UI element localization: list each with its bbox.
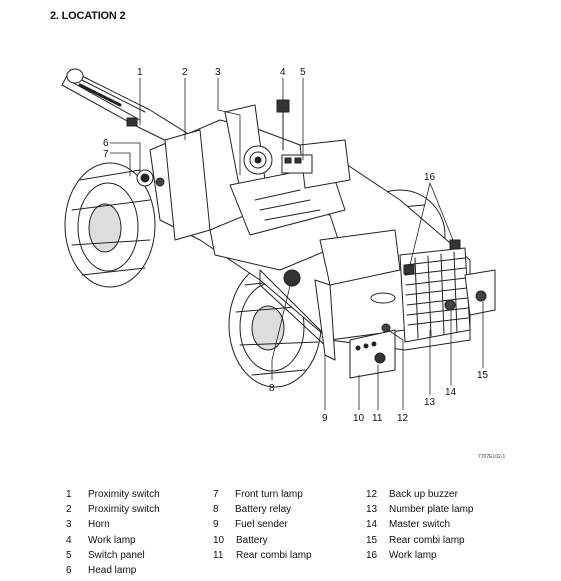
machine-diagram: 1 2 3 4 5 6 7 8 9 10 11 12 13 14 15 16	[61, 67, 496, 424]
legend-number: 8	[213, 504, 219, 516]
callout-2: 2	[182, 67, 188, 78]
legend-item: 14 Master switch	[366, 517, 473, 532]
legend-column-3: 12 Back up buzzer 13 Number plate lamp 14 M…	[366, 487, 473, 563]
legend-item: 8 Battery relay	[213, 502, 312, 517]
legend-label: Horn	[88, 519, 110, 531]
callout-3: 3	[215, 67, 221, 78]
callout-numbers: 1 2 3 4 5 6 7 8 9 10 11 12 13 14 15 16	[103, 67, 489, 424]
legend-number: 14	[366, 519, 378, 531]
rear-bumper	[464, 269, 496, 316]
callout-11: 11	[372, 413, 383, 424]
legend-number: 1	[66, 489, 72, 500]
legend-item: 5 Switch panel	[66, 548, 160, 563]
callout-16: 16	[424, 172, 436, 183]
legend-number: 9	[213, 519, 219, 531]
legend-number: 6	[66, 565, 72, 577]
legend-label: Rear combi lamp	[236, 549, 312, 561]
battery	[349, 329, 396, 379]
callout-7: 7	[103, 149, 109, 160]
rear-grille	[399, 239, 471, 343]
legend-item: 15 Rear combi lamp	[366, 533, 473, 548]
legend-item: 13 Number plate lamp	[366, 502, 473, 517]
legend-number: 2	[66, 504, 72, 516]
legend-label: Switch panel	[88, 549, 145, 561]
figure-code: 7707EL02-1	[478, 454, 506, 460]
frame	[149, 104, 471, 351]
callout-4: 4	[280, 67, 286, 78]
legend-label: Work lamp	[389, 549, 437, 561]
callout-10: 10	[353, 413, 365, 424]
horn	[243, 145, 273, 175]
legend-column-2: 7 Front turn lamp 8 Battery relay 9 Fuel se…	[213, 487, 312, 563]
legend-item: 3 Horn	[66, 517, 160, 532]
head-lamp	[136, 169, 165, 187]
legend-label: Battery	[236, 534, 268, 546]
legend-item: 10 Battery	[213, 533, 312, 548]
front-left-tire	[64, 162, 156, 288]
legend-label: Work lamp	[88, 534, 136, 546]
legend-label: Back up buzzer	[389, 489, 458, 500]
legend-item: 6 Head lamp	[66, 563, 160, 578]
legend-label: Rear combi lamp	[389, 534, 465, 546]
legend-item: 16 Work lamp	[366, 548, 473, 563]
callout-5: 5	[300, 67, 306, 78]
fuel-tank	[314, 279, 396, 361]
callout-13: 13	[424, 397, 436, 408]
switch-panel	[281, 154, 313, 174]
legend-label: Master switch	[389, 519, 451, 531]
legend-item: 7 Front turn lamp	[213, 487, 312, 502]
callout-12: 12	[397, 413, 409, 424]
legend-number: 13	[366, 504, 378, 516]
legend-label: Battery relay	[235, 504, 292, 516]
legend-number: 15	[366, 534, 378, 546]
legend-item: 12 Back up buzzer	[366, 487, 473, 502]
legend-number: 16	[366, 549, 378, 561]
legend-label: Front turn lamp	[235, 489, 303, 500]
legend-item: 9 Fuel sender	[213, 517, 312, 532]
legend-label: Proximity switch	[88, 489, 160, 500]
leader-lines	[109, 77, 484, 411]
legend-number: 7	[213, 489, 219, 500]
legend-label: Head lamp	[88, 565, 137, 577]
legend-label: Proximity switch	[88, 504, 160, 516]
boom-arm	[61, 68, 191, 151]
callout-9: 9	[322, 413, 328, 424]
callout-15: 15	[477, 370, 489, 381]
legend-item: 2 Proximity switch	[66, 502, 160, 517]
legend-number: 3	[66, 519, 72, 531]
legend-item: 1 Proximity switch	[66, 487, 160, 502]
callout-8: 8	[269, 383, 275, 394]
legend-number: 5	[66, 549, 72, 561]
legend-number: 12	[366, 489, 378, 500]
callout-6: 6	[103, 138, 109, 149]
legend-number: 4	[66, 534, 72, 546]
legend-label: Fuel sender	[235, 519, 288, 531]
legend-item: 4 Work lamp	[66, 533, 160, 548]
callout-14: 14	[445, 387, 457, 398]
callout-1: 1	[137, 67, 143, 78]
legend-number: 10	[213, 534, 225, 546]
legend-number: 11	[213, 549, 224, 561]
legend-item: 11 Rear combi lamp	[213, 548, 312, 563]
page-title: 2. LOCATION 2	[50, 10, 126, 22]
legend-label: Number plate lamp	[389, 504, 474, 516]
battery-relay	[283, 269, 301, 287]
